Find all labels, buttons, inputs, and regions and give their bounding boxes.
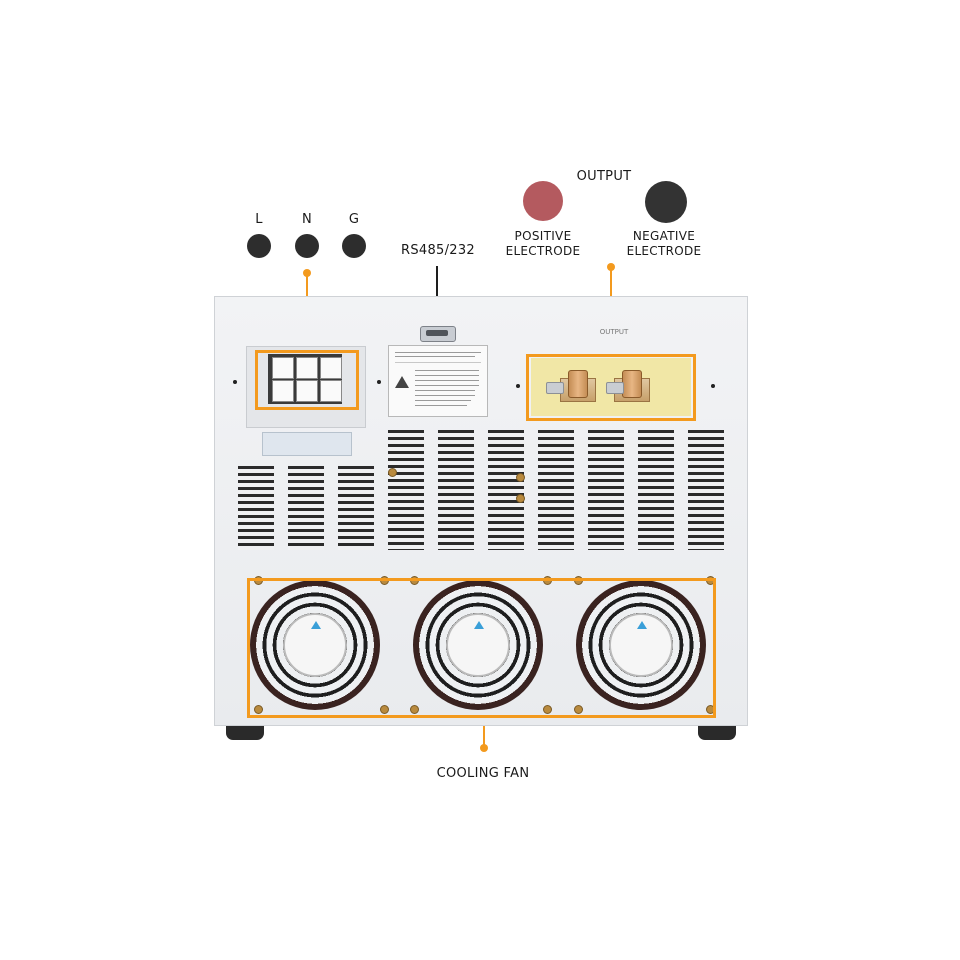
positive-line2: ELECTRODE <box>505 244 581 258</box>
label-rs485-232: RS485/232 <box>401 243 475 258</box>
cooling-fan-icon <box>250 580 380 710</box>
terminal-4 <box>272 380 294 402</box>
output-terminal-highlight <box>526 354 696 421</box>
db9-connector-pins <box>426 330 448 336</box>
vent-grille <box>388 430 424 550</box>
rivet <box>516 384 520 388</box>
negative-electrode-dot <box>645 181 687 223</box>
vent-grille <box>688 430 724 550</box>
label-neutral: N <box>301 212 313 227</box>
label-positive-electrode: POSITIVE ELECTRODE <box>497 229 589 259</box>
vent-grille <box>238 466 274 550</box>
label-negative-electrode: NEGATIVE ELECTRODE <box>618 229 710 259</box>
fan-hub <box>283 613 347 677</box>
fan-leader-line <box>483 716 485 748</box>
right-foot <box>698 726 736 740</box>
input-info-sticker <box>262 432 352 456</box>
panel-screw <box>388 468 397 477</box>
fan-screw <box>574 705 583 714</box>
vent-grille <box>538 430 574 550</box>
vent-grille <box>288 466 324 550</box>
negative-line2: ELECTRODE <box>626 244 702 258</box>
terminal-5 <box>296 380 318 402</box>
terminal-6 <box>320 380 342 402</box>
positive-line1: POSITIVE <box>514 229 572 243</box>
panel-output-text: OUTPUT <box>599 328 629 336</box>
rivet <box>377 380 381 384</box>
fan-screw <box>380 705 389 714</box>
positive-output-bolt <box>568 370 588 398</box>
label-output: OUTPUT <box>576 169 632 184</box>
rivet <box>711 384 715 388</box>
input-terminal-highlight <box>255 350 359 410</box>
left-foot <box>226 726 264 740</box>
ground-terminal-dot <box>342 234 366 258</box>
fan-screw <box>543 705 552 714</box>
negative-line1: NEGATIVE <box>632 229 696 243</box>
fan-screw <box>254 705 263 714</box>
vent-grille <box>488 430 524 550</box>
positive-electrode-dot <box>523 181 563 221</box>
terminal-2 <box>296 357 318 379</box>
warning-triangle-icon <box>395 376 409 388</box>
panel-screw <box>516 494 525 503</box>
neutral-terminal-dot <box>295 234 319 258</box>
terminal-1 <box>272 357 294 379</box>
positive-output-stud <box>546 382 564 394</box>
vent-grille <box>588 430 624 550</box>
terminal-3 <box>320 357 342 379</box>
warning-label <box>388 345 488 417</box>
negative-output-stud <box>606 382 624 394</box>
vent-grille <box>638 430 674 550</box>
label-ground: G <box>348 212 360 227</box>
cooling-fan-highlight <box>247 578 716 718</box>
label-line: L <box>255 212 263 227</box>
vent-grille <box>438 430 474 550</box>
vent-grille <box>338 466 374 550</box>
fan-hub <box>609 613 673 677</box>
panel-screw <box>516 473 525 482</box>
label-cooling-fan: COOLING FAN <box>436 766 530 781</box>
fan-hub <box>446 613 510 677</box>
fan-screw <box>410 705 419 714</box>
line-terminal-dot <box>247 234 271 258</box>
fan-leader-dot <box>480 744 488 752</box>
rivet <box>233 380 237 384</box>
cooling-fan-icon <box>413 580 543 710</box>
cooling-fan-icon <box>576 580 706 710</box>
